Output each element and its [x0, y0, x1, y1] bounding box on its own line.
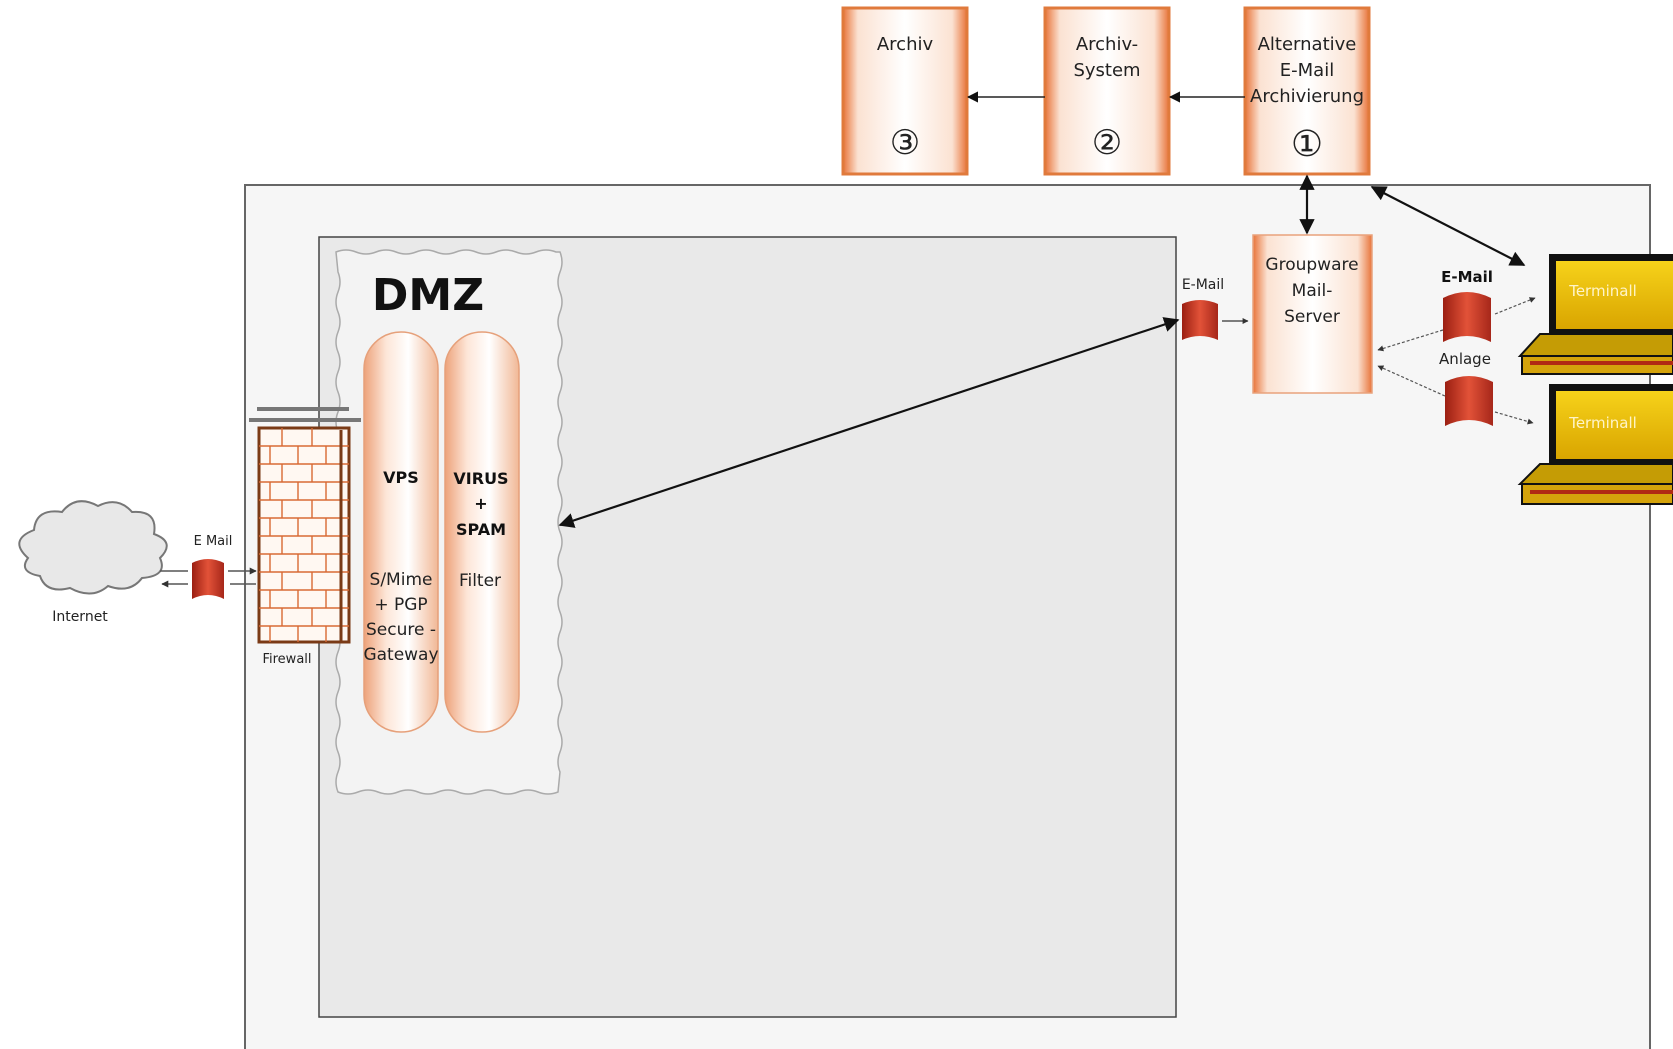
virus-spam-line-2: +	[474, 494, 487, 513]
archiv-label: Archiv	[877, 34, 934, 55]
internet-cloud-icon: Internet	[18, 500, 168, 625]
arrow-attachment-to-server	[1377, 365, 1446, 397]
virus-spam-line-3: SPAM	[456, 520, 506, 539]
archiv-step-number: ③	[890, 123, 920, 163]
virus-spam-subtitle: Filter	[459, 571, 501, 591]
incoming-mail-label: E-Mail	[1182, 277, 1224, 293]
alternative-archivierung-box: Alternative E-Mail Archivierung ①	[1243, 6, 1371, 176]
alt-archivierung-label-2: E-Mail	[1280, 60, 1334, 81]
client-mail-label: E-Mail	[1441, 268, 1493, 286]
groupware-mail-server: Groupware Mail- Server	[1252, 234, 1373, 394]
alt-archivierung-step-number: ①	[1291, 124, 1323, 165]
internet-label: Internet	[52, 609, 108, 625]
archiv-system-label-2: System	[1073, 60, 1140, 81]
vps-title: VPS	[383, 468, 419, 487]
dmz-title: DMZ	[372, 270, 484, 321]
vps-line-1: S/Mime	[370, 570, 433, 590]
archiv-system-step-number: ②	[1092, 123, 1122, 163]
terminal-2-label: Terminall	[1568, 414, 1637, 432]
arrow-mail-to-terminal-1	[1494, 297, 1536, 315]
vps-line-2: + PGP	[374, 595, 427, 615]
terminal-1-icon: Terminall	[1517, 254, 1673, 375]
archiv-system-label-1: Archiv-	[1076, 34, 1138, 55]
incoming-mail-flag-icon	[1182, 300, 1218, 340]
arrow-attachment-to-terminal-2	[1494, 411, 1534, 425]
groupware-label-2: Mail-	[1292, 281, 1333, 301]
arrow-archivierung-terminal	[1370, 186, 1526, 266]
virus-spam-line-1: VIRUS	[453, 469, 508, 488]
internet-mail-flag-icon	[192, 559, 224, 599]
internet-mail-label: E Mail	[194, 534, 233, 549]
arrow-dmz-to-mailserver	[558, 317, 1180, 528]
client-attachment-flag-icon	[1445, 376, 1493, 426]
vps-gateway	[363, 331, 439, 733]
alt-archivierung-label-1: Alternative	[1258, 34, 1357, 55]
firewall-icon: Firewall	[249, 407, 361, 667]
groupware-label-1: Groupware	[1265, 255, 1358, 275]
archiv-system-box: Archiv- System ②	[1043, 6, 1171, 176]
terminal-2-icon: Terminall	[1517, 384, 1673, 505]
firewall-label: Firewall	[262, 652, 311, 667]
vps-line-3: Secure -	[366, 620, 436, 640]
alt-archivierung-label-3: Archivierung	[1250, 86, 1364, 107]
archiv-box: Archiv ③	[841, 6, 969, 176]
client-mail-flag-icon	[1443, 292, 1491, 342]
arrow-mail-to-server-left	[1377, 329, 1444, 352]
groupware-label-3: Server	[1284, 307, 1340, 327]
terminal-1-label: Terminall	[1568, 282, 1637, 300]
virus-spam-filter	[444, 331, 520, 733]
vps-line-4: Gateway	[363, 645, 438, 665]
client-attachment-label: Anlage	[1439, 350, 1491, 368]
